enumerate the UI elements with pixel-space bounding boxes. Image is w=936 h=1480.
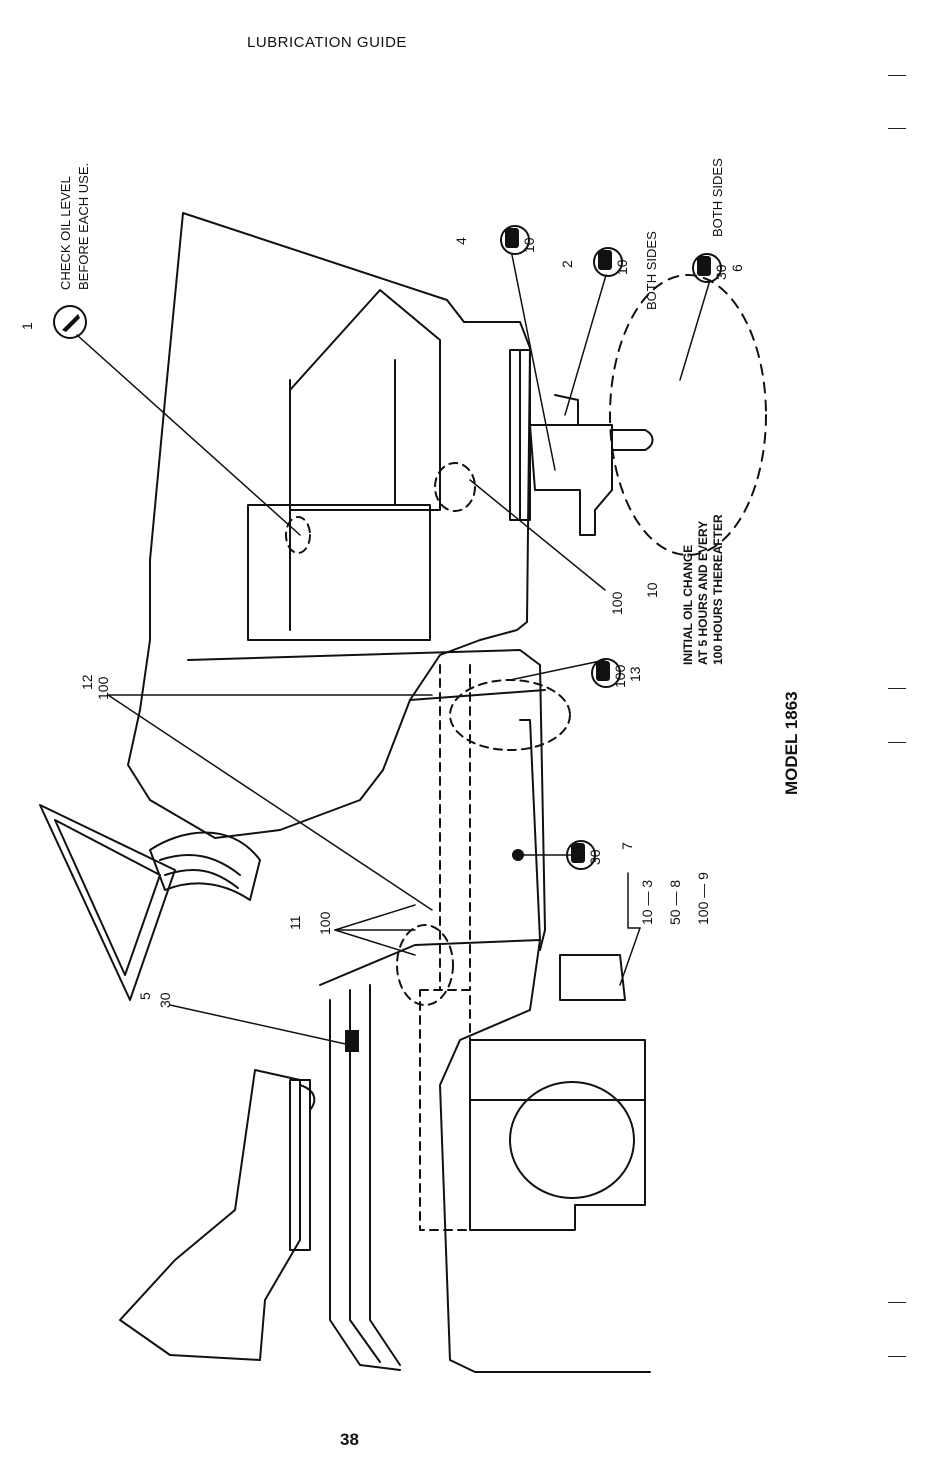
callout-12-interval: 100 [95, 676, 111, 700]
wheel-circle-rear [610, 275, 766, 555]
leader-6 [680, 280, 710, 380]
leader-13 [510, 660, 605, 680]
callout-7-interval: 30 [587, 849, 603, 865]
oil-can-icon [697, 256, 711, 276]
callout-11-number: 11 [287, 915, 303, 930]
check-oil-note-1: CHECK OIL LEVEL [58, 176, 73, 290]
callout-10-interval: 100 [609, 591, 625, 615]
margin-tick [888, 688, 906, 689]
callout-11-interval: 100 [317, 911, 333, 935]
callout-1-number: 1 [19, 322, 35, 330]
group-label-8: 50 — 8 [667, 880, 683, 925]
margin-tick [888, 75, 906, 76]
callout-2-number: 2 [559, 260, 575, 268]
oil-can-icon [505, 228, 519, 248]
oil-change-note-2: AT 5 HOURS AND EVERY [696, 521, 710, 665]
leader-11 [335, 905, 415, 930]
leader-1 [77, 335, 300, 535]
callout-10-number: 10 [644, 582, 660, 598]
margin-tick [888, 1356, 906, 1357]
margin-tick [888, 742, 906, 743]
grease-fitting-icon [512, 849, 524, 861]
both-sides-label-a: BOTH SIDES [644, 231, 659, 310]
oil-can-icon [598, 250, 612, 270]
page-number: 38 [340, 1430, 359, 1450]
both-sides-label-b: BOTH SIDES [710, 158, 725, 237]
bagger-inner [290, 290, 440, 510]
transaxle [530, 425, 612, 535]
callout-6-number: 6 [729, 264, 745, 272]
check-oil-note-2: BEFORE EACH USE. [76, 163, 91, 290]
group-label-9: 100 — 9 [695, 872, 711, 925]
callout-13-number: 13 [627, 666, 643, 682]
callout-4-number: 4 [453, 237, 469, 245]
leader-2 [565, 275, 606, 415]
callout-6-interval: 30 [713, 264, 729, 280]
oil-can-icon [62, 314, 80, 332]
callout-13-interval: 100 [612, 664, 628, 688]
grease-fitting-icon [345, 1030, 359, 1052]
seat [120, 1070, 300, 1360]
bagger-outline [128, 213, 530, 838]
oil-can-icon [596, 661, 610, 681]
leader-group [620, 928, 640, 985]
callout-5-interval: 30 [157, 992, 173, 1008]
oil-change-note-3: 100 HOURS THEREAFTER [711, 514, 725, 665]
callout-5-number: 5 [137, 992, 153, 1000]
margin-tick [888, 1302, 906, 1303]
engine-block [470, 1040, 645, 1230]
group-label-3: 10 — 3 [639, 880, 655, 925]
leader-5 [170, 1005, 350, 1045]
leader-4 [512, 255, 555, 470]
callout-7-number: 7 [619, 842, 635, 850]
discharge-chute [40, 805, 175, 1000]
callout-2-interval: 10 [614, 259, 630, 275]
callout-4-interval: 10 [521, 237, 537, 253]
callout-12-number: 12 [79, 674, 95, 690]
oil-can-icon [571, 843, 585, 863]
model-label: MODEL 1863 [782, 691, 801, 795]
oil-change-note-1: INITIAL OIL CHANGE [681, 545, 695, 665]
margin-tick [888, 128, 906, 129]
